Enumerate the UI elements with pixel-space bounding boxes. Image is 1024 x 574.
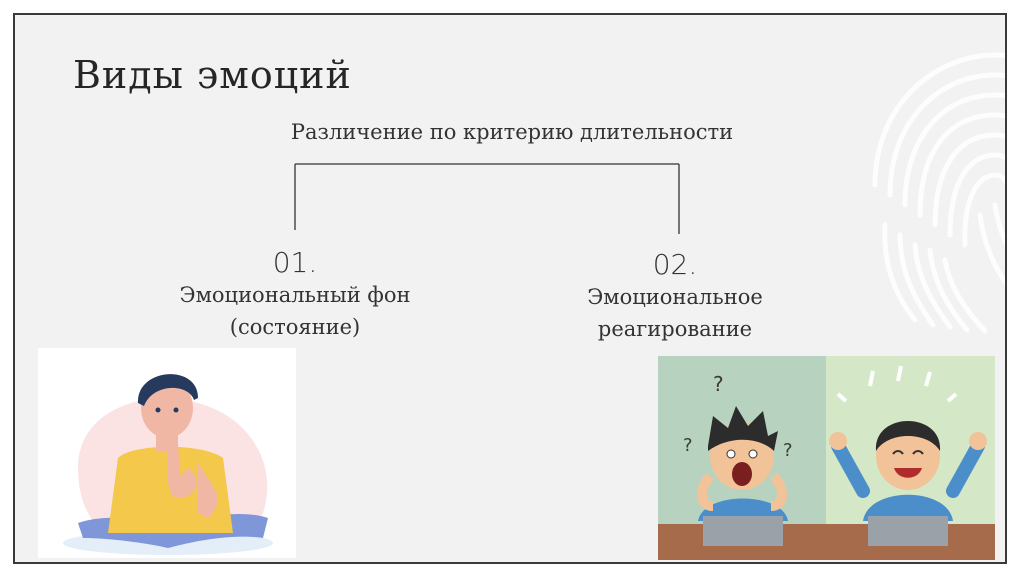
fingerprint-decoration [872,52,1005,334]
branch-1-number: 01. [272,246,318,279]
svg-text:?: ? [783,440,793,461]
svg-text:?: ? [683,435,693,456]
branch-2-number: 02. [652,248,698,281]
page-title: Виды эмоций [73,53,352,97]
branch-2: 02. Эмоциональное реагирование [525,248,825,345]
branch-1-line1: Эмоциональный фон [179,283,411,307]
branch-1: 01. Эмоциональный фон (состояние) [145,246,445,343]
thinking-person-illustration [38,348,296,558]
emotional-reaction-illustration: ? ? ? [658,356,995,560]
branch-2-line2: реагирование [597,317,753,341]
svg-text:?: ? [713,372,724,396]
branch-2-line1: Эмоциональное [587,285,763,309]
branch-1-line2: (состояние) [229,315,361,339]
diagram-root-label: Различение по критерию длительности [290,120,734,144]
